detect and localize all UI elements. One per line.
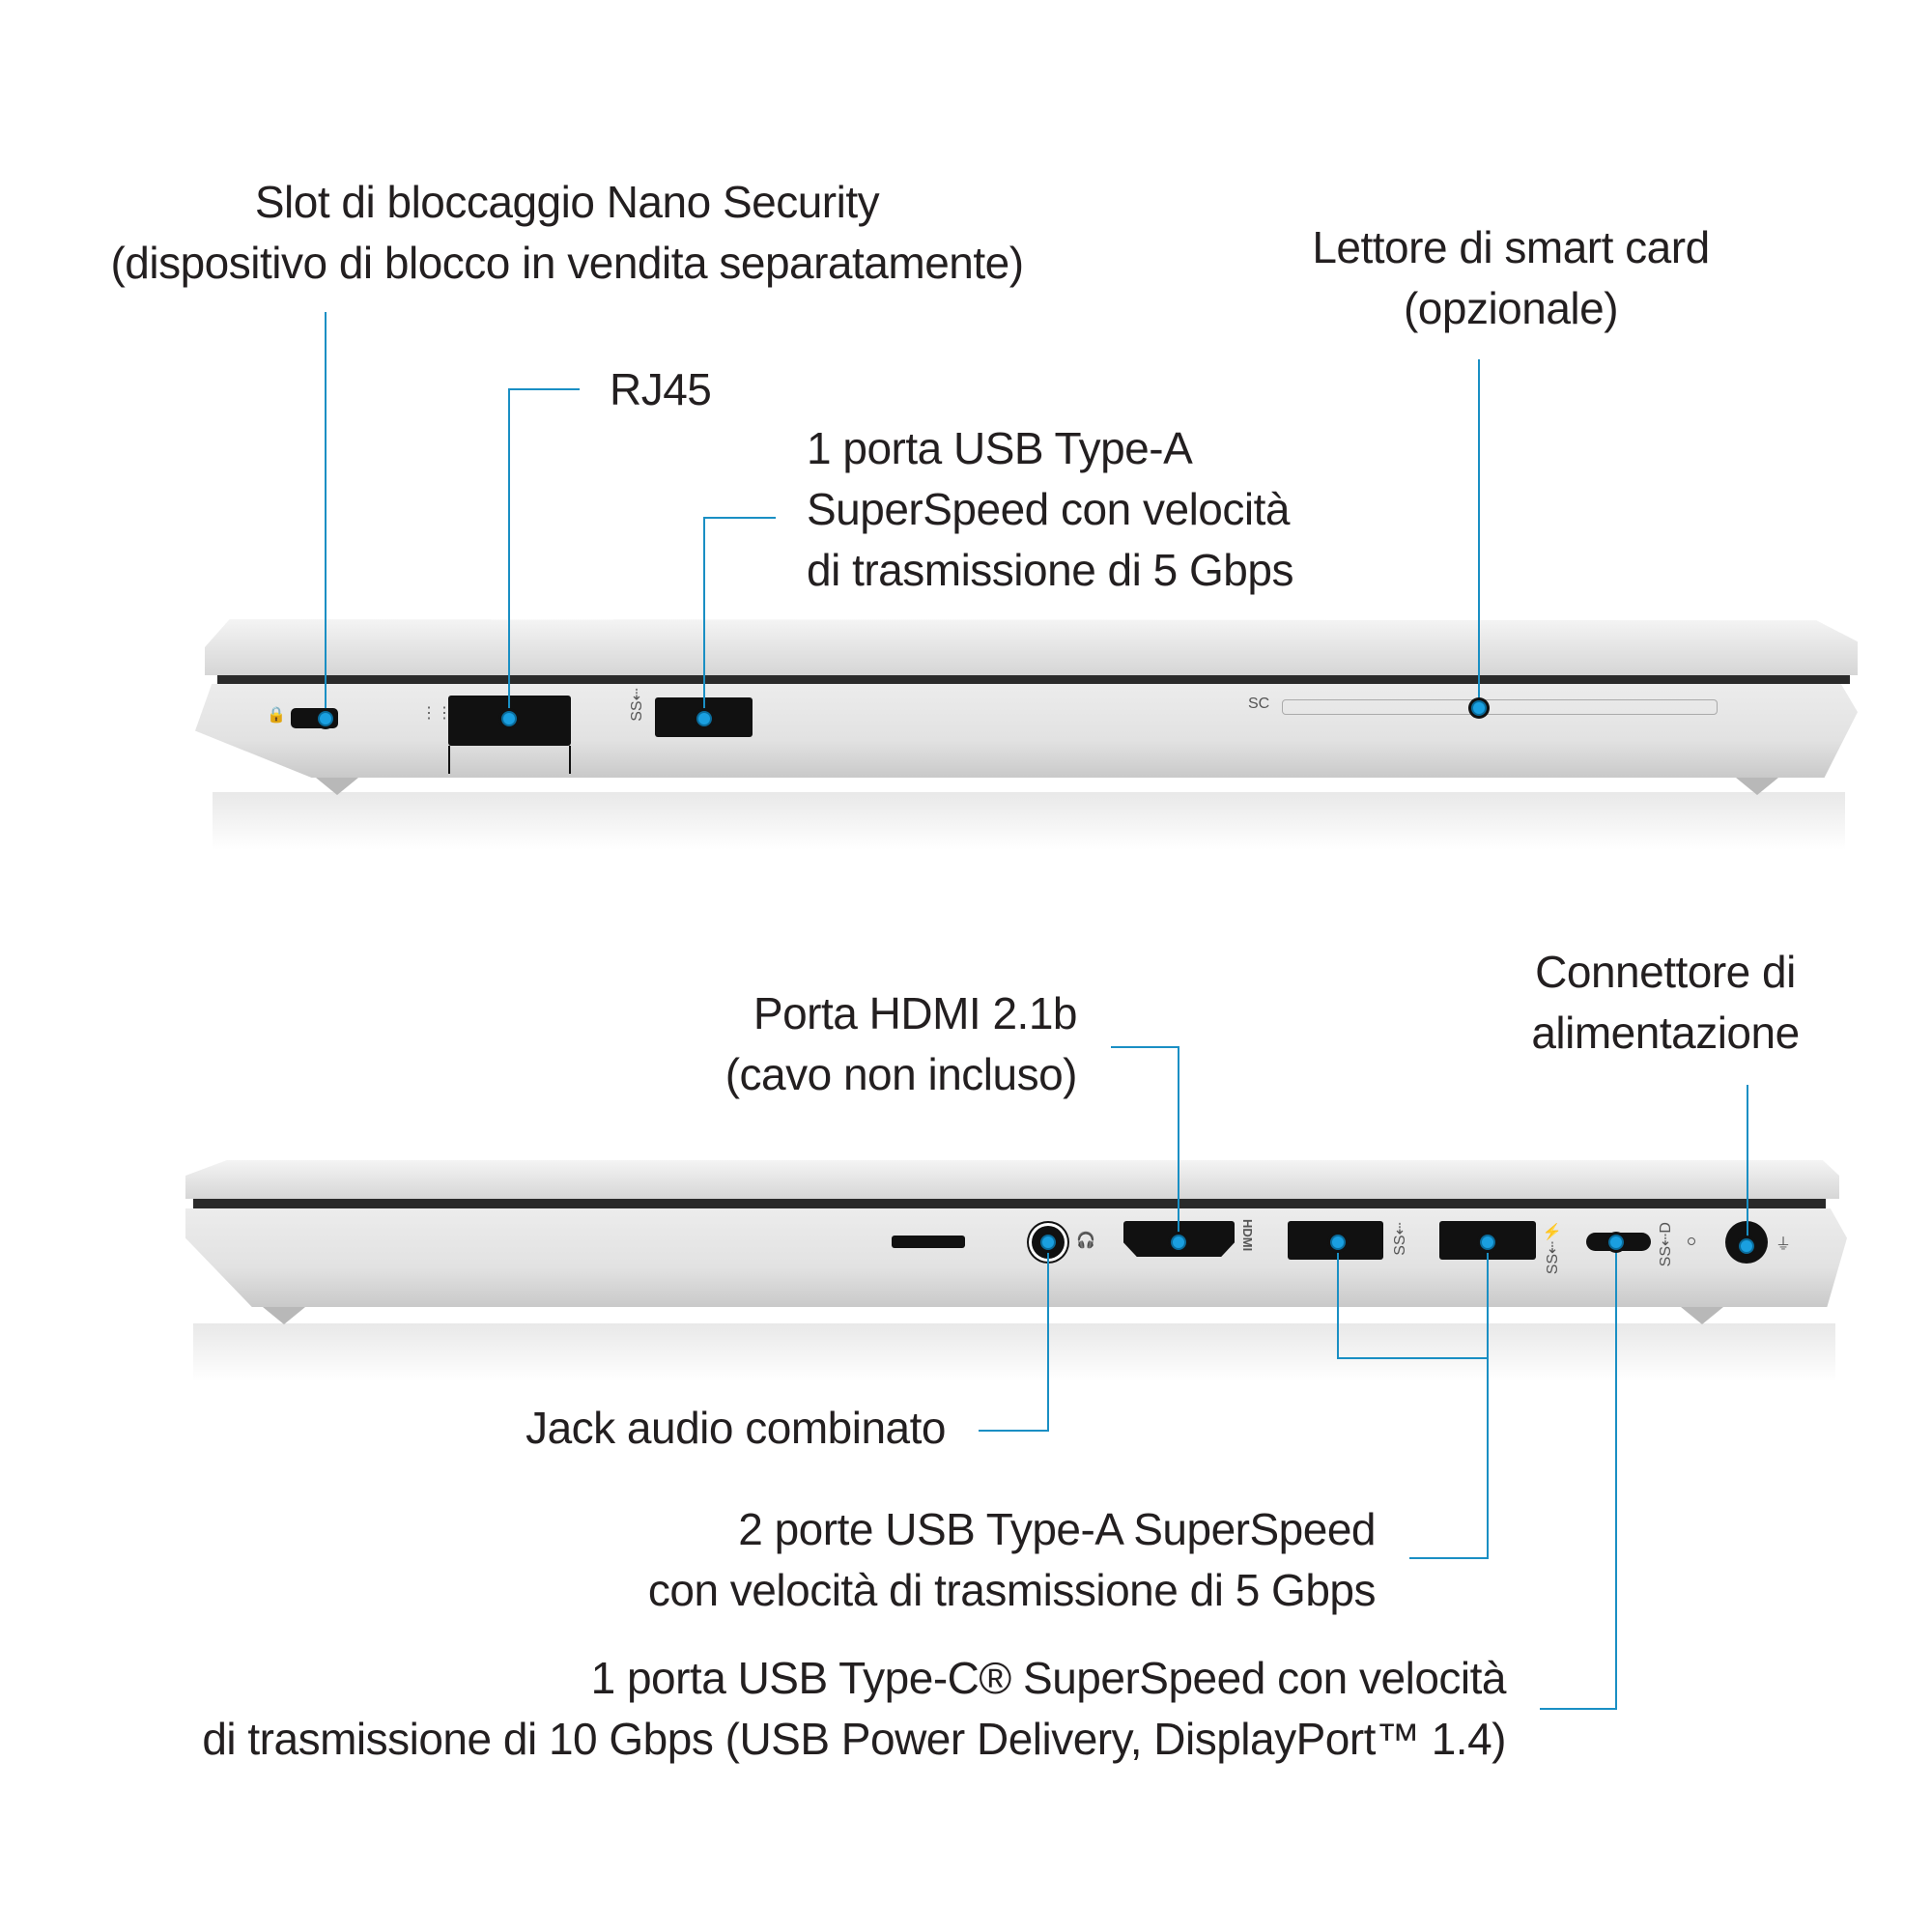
laptop-lid bbox=[185, 1160, 1839, 1199]
callout-dot bbox=[696, 711, 712, 726]
callout-line bbox=[325, 312, 327, 719]
callout-line bbox=[1337, 1357, 1489, 1359]
callout-line bbox=[704, 517, 776, 519]
label-line: (opzionale) bbox=[1403, 283, 1619, 333]
label-line: 1 porta USB Type-C® SuperSpeed con veloc… bbox=[590, 1653, 1507, 1703]
label-line: Slot di bloccaggio Nano Security bbox=[254, 177, 880, 227]
laptop-foot bbox=[263, 1307, 305, 1324]
network-icon: ⋮⋮ bbox=[421, 705, 452, 722]
lock-slot-label: Slot di bloccaggio Nano Security (dispos… bbox=[110, 172, 1024, 294]
callout-dot bbox=[1040, 1235, 1056, 1250]
label-line: di trasmissione di 5 Gbps bbox=[807, 545, 1293, 595]
rj45-flap bbox=[448, 746, 571, 774]
label-line: Porta HDMI 2.1b bbox=[753, 988, 1078, 1038]
usb-a-pair-label: 2 porte USB Type-A SuperSpeed con veloci… bbox=[647, 1499, 1377, 1621]
usb-ss-icon: SS⇠ bbox=[629, 688, 645, 722]
callout-line bbox=[1337, 1251, 1339, 1358]
callout-dot bbox=[1471, 700, 1487, 716]
laptop-base bbox=[185, 1208, 1847, 1307]
reflection bbox=[213, 792, 1845, 850]
laptop-foot bbox=[1681, 1307, 1723, 1324]
callout-line bbox=[1747, 1085, 1748, 1242]
callout-line bbox=[703, 517, 705, 719]
usb-c-label: 1 porta USB Type-C® SuperSpeed con veloc… bbox=[202, 1648, 1506, 1770]
rj45-label: RJ45 bbox=[610, 364, 712, 414]
callout-line bbox=[979, 1430, 1049, 1432]
laptop-lid bbox=[205, 619, 1858, 675]
callout-line bbox=[1487, 1251, 1489, 1559]
callout-dot bbox=[1330, 1235, 1346, 1250]
label-line: Connettore di bbox=[1535, 947, 1796, 997]
label-line: (cavo non incluso) bbox=[724, 1049, 1078, 1099]
usb-ss-charge-icon: SS⇠⚡ bbox=[1545, 1222, 1561, 1275]
hinge-gap bbox=[217, 675, 1850, 684]
charging-led bbox=[1688, 1237, 1695, 1245]
label-line: Lettore di smart card bbox=[1312, 222, 1710, 272]
laptop-foot bbox=[316, 778, 358, 795]
usb-a-label: 1 porta USB Type-A SuperSpeed con veloci… bbox=[807, 418, 1293, 601]
power-label: Connettore di alimentazione bbox=[1531, 942, 1800, 1064]
laptop-base bbox=[195, 684, 1858, 778]
label-line: alimentazione bbox=[1531, 1008, 1800, 1058]
callout-line bbox=[508, 388, 510, 719]
laptop-foot bbox=[1736, 778, 1778, 795]
callout-dot bbox=[501, 711, 517, 726]
label-line: SuperSpeed con velocità bbox=[807, 484, 1290, 534]
callout-line bbox=[1047, 1251, 1049, 1431]
callout-dot bbox=[1608, 1235, 1624, 1250]
power-plug-icon: ⏚ bbox=[1776, 1236, 1792, 1253]
label-line: 1 porta USB Type-A bbox=[807, 423, 1193, 473]
hdmi-label: Porta HDMI 2.1b (cavo non incluso) bbox=[724, 983, 1078, 1105]
usb-ss-icon: SS⇠ bbox=[1392, 1222, 1408, 1256]
reflection bbox=[193, 1323, 1835, 1381]
label-line: 2 porte USB Type-A SuperSpeed bbox=[738, 1504, 1376, 1554]
callout-line bbox=[509, 388, 580, 390]
callout-line bbox=[1615, 1251, 1617, 1710]
headset-icon: 🎧 bbox=[1076, 1233, 1095, 1249]
callout-line bbox=[1111, 1046, 1179, 1048]
label-line: di trasmissione di 10 Gbps (USB Power De… bbox=[202, 1714, 1506, 1764]
hdmi-port-label: HDMI bbox=[1240, 1219, 1255, 1252]
lock-icon: 🔒 bbox=[267, 707, 286, 724]
label-line: (dispositivo di blocco in vendita separa… bbox=[110, 238, 1024, 288]
label-line: con velocità di trasmissione di 5 Gbps bbox=[647, 1565, 1377, 1615]
smart-card-slot bbox=[1282, 699, 1718, 715]
hinge-gap bbox=[193, 1199, 1826, 1208]
callout-dot bbox=[1171, 1235, 1186, 1250]
audio-jack-label: Jack audio combinato bbox=[526, 1403, 946, 1453]
smart-card-label: Lettore di smart card (opzionale) bbox=[1312, 217, 1710, 339]
callout-dot bbox=[1739, 1238, 1754, 1254]
callout-dot bbox=[1480, 1235, 1495, 1250]
smart-card-port-label: SC bbox=[1248, 696, 1270, 712]
callout-line bbox=[1409, 1557, 1489, 1559]
callout-line bbox=[1178, 1046, 1179, 1242]
callout-dot bbox=[318, 711, 333, 726]
callout-line bbox=[1478, 359, 1480, 708]
usb-ss-displayport-icon: SS⇠D bbox=[1658, 1222, 1674, 1267]
callout-line bbox=[1540, 1708, 1617, 1710]
sd-slot bbox=[892, 1236, 965, 1248]
